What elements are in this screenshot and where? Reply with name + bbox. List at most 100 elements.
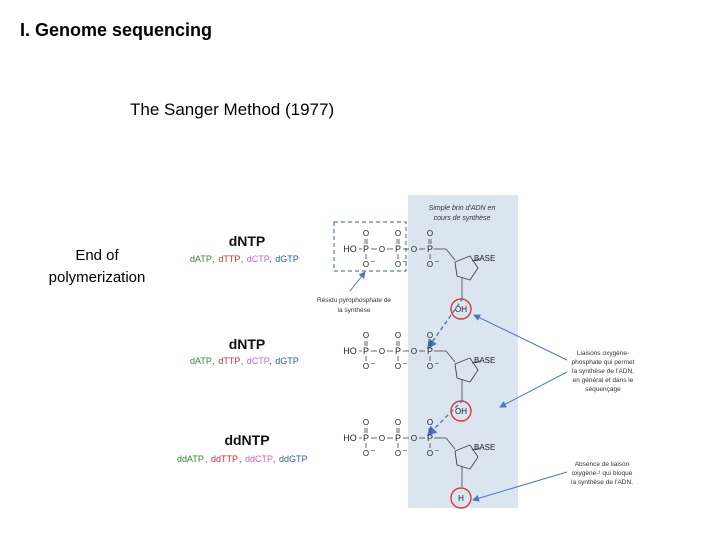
row-2-ester-bond-b — [445, 350, 456, 363]
bond-arrow-2 — [499, 371, 568, 408]
row-3-nucleotide-2: ddTTP — [211, 454, 238, 464]
row-2-double-oxygen-1: O — [363, 331, 369, 340]
row-1-title: dNTP — [229, 233, 266, 249]
row-3-lower-oxygen-2: O — [395, 449, 401, 458]
bond-caption-line-1: Liaisons oxygène- — [577, 350, 629, 357]
row-3-end-circle — [450, 487, 472, 509]
row-3-phosphorus-2: P — [395, 433, 401, 443]
absence-arrow — [472, 471, 568, 502]
row-2-lower-oxygen-3: O — [427, 362, 433, 371]
pyrophosphate-caption-line-1: Résidu pyrophosphate de — [317, 297, 391, 304]
row-2-separator-1: , — [212, 356, 215, 366]
strand-caption-line-2: cours de synthèse — [434, 215, 491, 222]
row-2-phosphorus-2: P — [395, 346, 401, 356]
row-3-hydroxyl: HO — [343, 433, 357, 443]
row-2-base-label: BASE — [474, 356, 495, 365]
absence-caption-line-1: Absence de liaison — [575, 461, 630, 468]
row-3-charge-2: – — [403, 447, 407, 454]
row-1-hydroxyl: HO — [343, 244, 357, 254]
bond-caption-line-4: en général et dans le — [573, 377, 634, 384]
row-1-phosphorus-3: P — [427, 244, 433, 254]
row-2-double-oxygen-3: O — [427, 331, 433, 340]
strand-caption-line-1: Simple brin d'ADN en — [429, 205, 496, 212]
row-3-ester-bond-b — [445, 437, 456, 450]
row-1-nucleotide-2: dTTP — [218, 254, 240, 264]
row-1-bridge-oxygen-1: O — [379, 245, 385, 254]
pyro-arrow — [349, 271, 366, 292]
row-1-nucleotide-4: dGTP — [275, 254, 299, 264]
row-3-charge-1: – — [371, 447, 375, 454]
row-1-charge-1: – — [371, 258, 375, 265]
row-1-end-circle — [450, 298, 472, 320]
row-1-bridge-oxygen-2: O — [411, 245, 417, 254]
row-3-bridge-oxygen-1: O — [379, 434, 385, 443]
row-2-charge-3: – — [435, 360, 439, 367]
row-3-double-oxygen-1: O — [363, 418, 369, 427]
pyrophosphate-box — [333, 221, 407, 272]
bond-caption-line-2: phosphate qui permet — [572, 359, 635, 366]
row-2-nucleotide-2: dTTP — [218, 356, 240, 366]
row-3-phosphorus-1: P — [363, 433, 369, 443]
side-label-line-1: End of — [75, 247, 119, 264]
row-3-end-group: H — [458, 494, 464, 503]
row-2-lower-oxygen-2: O — [395, 362, 401, 371]
bond-arrow-1 — [473, 314, 568, 361]
row-1-nucleotide-3: dCTP — [247, 254, 270, 264]
row-2-nucleotide-1: dATP — [190, 356, 212, 366]
row-2-bridge-oxygen-1: O — [379, 347, 385, 356]
row-1-base-label: BASE — [474, 254, 495, 263]
row-1-separator-3: , — [269, 254, 272, 264]
absence-caption-line-3: la synthèse de l'ADN. — [571, 479, 633, 486]
row-3-base-bond — [471, 447, 481, 451]
row-3-bridge-oxygen-2: O — [411, 434, 417, 443]
row-2-double-oxygen-2: O — [395, 331, 401, 340]
row-2-linkage-arrow — [427, 399, 464, 436]
row-1-sugar-ring — [454, 255, 479, 281]
row-1-charge-3: – — [435, 258, 439, 265]
row-1-nucleotide-1: dATP — [190, 254, 212, 264]
row-2-nucleotide-4: dGTP — [275, 356, 299, 366]
row-2-lower-oxygen-1: O — [363, 362, 369, 371]
pyrophosphate-caption-line-2: la synthèse — [338, 307, 371, 314]
bond-caption-line-3: la synthèse de l'ADN, — [572, 368, 634, 375]
row-3-nucleotide-4: ddGTP — [279, 454, 308, 464]
row-2-nucleotide-3: dCTP — [247, 356, 270, 366]
row-3-base-label: BASE — [474, 443, 495, 452]
row-2-hydroxyl: HO — [343, 346, 357, 356]
row-2-title: dNTP — [229, 336, 266, 352]
row-1-separator-2: , — [241, 254, 244, 264]
row-3-sugar-ring — [454, 444, 479, 470]
row-1-lower-oxygen-2: O — [395, 260, 401, 269]
row-1-charge-2: – — [403, 258, 407, 265]
row-3-nucleotide-3: ddCTP — [245, 454, 273, 464]
row-1-double-oxygen-1: O — [363, 229, 369, 238]
row-3-charge-3: – — [435, 447, 439, 454]
row-3-phosphorus-3: P — [427, 433, 433, 443]
row-3-lower-oxygen-1: O — [363, 449, 369, 458]
row-1-ester-bond-b — [445, 248, 456, 261]
row-2-phosphorus-3: P — [427, 346, 433, 356]
row-2-end-group: OH — [455, 407, 467, 416]
end-of-polymerization-label: End of polymerization — [38, 245, 156, 289]
row-1-phosphorus-1: P — [363, 244, 369, 254]
row-3-separator-2: , — [239, 454, 242, 464]
row-3-title: ddNTP — [224, 432, 269, 448]
slide-subtitle: The Sanger Method (1977) — [130, 100, 335, 119]
row-1-lower-oxygen-3: O — [427, 260, 433, 269]
bond-caption-line-5: séquençage — [585, 386, 621, 393]
row-1-double-oxygen-3: O — [427, 229, 433, 238]
row-2-phosphorus-1: P — [363, 346, 369, 356]
row-1-separator-1: , — [212, 254, 215, 264]
row-1-base-bond — [471, 258, 481, 262]
dna-strand-panel — [408, 195, 518, 508]
row-3-separator-3: , — [273, 454, 276, 464]
row-2-sugar-ring — [454, 357, 479, 383]
row-3-lower-oxygen-3: O — [427, 449, 433, 458]
row-2-separator-2: , — [241, 356, 244, 366]
row-3-separator-1: , — [205, 454, 208, 464]
row-1-double-oxygen-2: O — [395, 229, 401, 238]
row-2-separator-3: , — [269, 356, 272, 366]
row-2-charge-2: – — [403, 360, 407, 367]
row-1-phosphorus-2: P — [395, 244, 401, 254]
